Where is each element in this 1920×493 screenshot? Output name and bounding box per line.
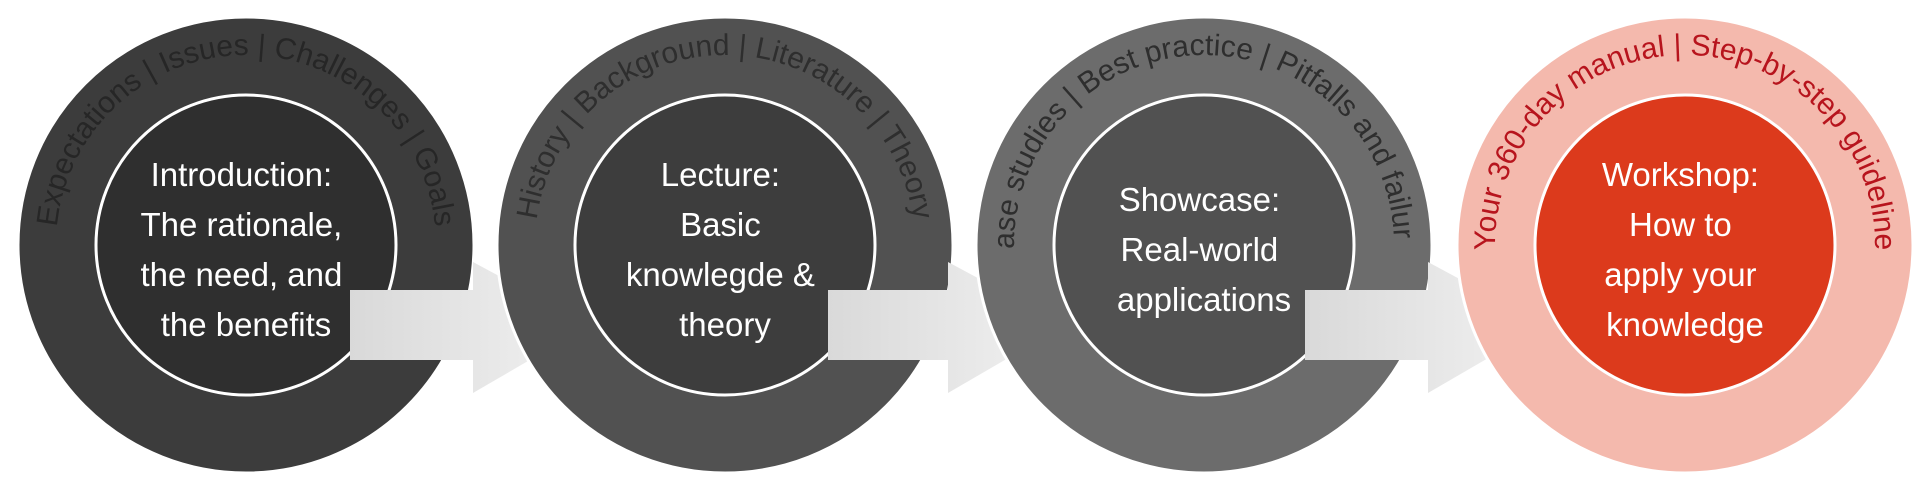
step-introduction: Expectations | Issues | Challenges | Goa… (16, 15, 476, 475)
step-1-inner-circle (94, 93, 398, 397)
step-2-title-line: Lecture: (661, 156, 780, 193)
step-1-title-line: The rationale, (141, 206, 343, 243)
step-1-title-line: the benefits (161, 306, 332, 343)
step-4-title: Workshop: How to apply your knowledge (1602, 156, 1768, 343)
step-lecture: History | Background | Literature | Theo… (495, 15, 955, 475)
step-2-title: Lecture: Basic knowlegde & theory (626, 156, 824, 343)
step-2-title-line: Basic (680, 206, 761, 243)
step-3-title: Showcase: Real-world applications (1117, 181, 1291, 318)
step-1-title-line: Introduction: (151, 156, 333, 193)
step-2-inner-circle (573, 93, 877, 397)
step-3-title-line: Real-world (1121, 231, 1279, 268)
step-3-inner-circle (1052, 93, 1356, 397)
step-4-inner-circle (1533, 93, 1837, 397)
step-2-title-line: theory (679, 306, 771, 343)
step-3-title-line: applications (1117, 281, 1291, 318)
step-1-title-line: the need, and (140, 256, 342, 293)
step-3-title-line: Showcase: (1119, 181, 1280, 218)
step-4-title-line: knowledge (1606, 306, 1764, 343)
step-4-title-line: How to (1629, 206, 1732, 243)
step-1-title: Introduction: The rationale, the need, a… (140, 156, 351, 343)
step-2-title-line: knowlegde & (626, 256, 815, 293)
step-4-title-line: Workshop: (1602, 156, 1759, 193)
step-workshop: Your 360-day manual | Step-by-step guide… (1455, 15, 1915, 475)
step-4-title-line: apply your (1604, 256, 1756, 293)
